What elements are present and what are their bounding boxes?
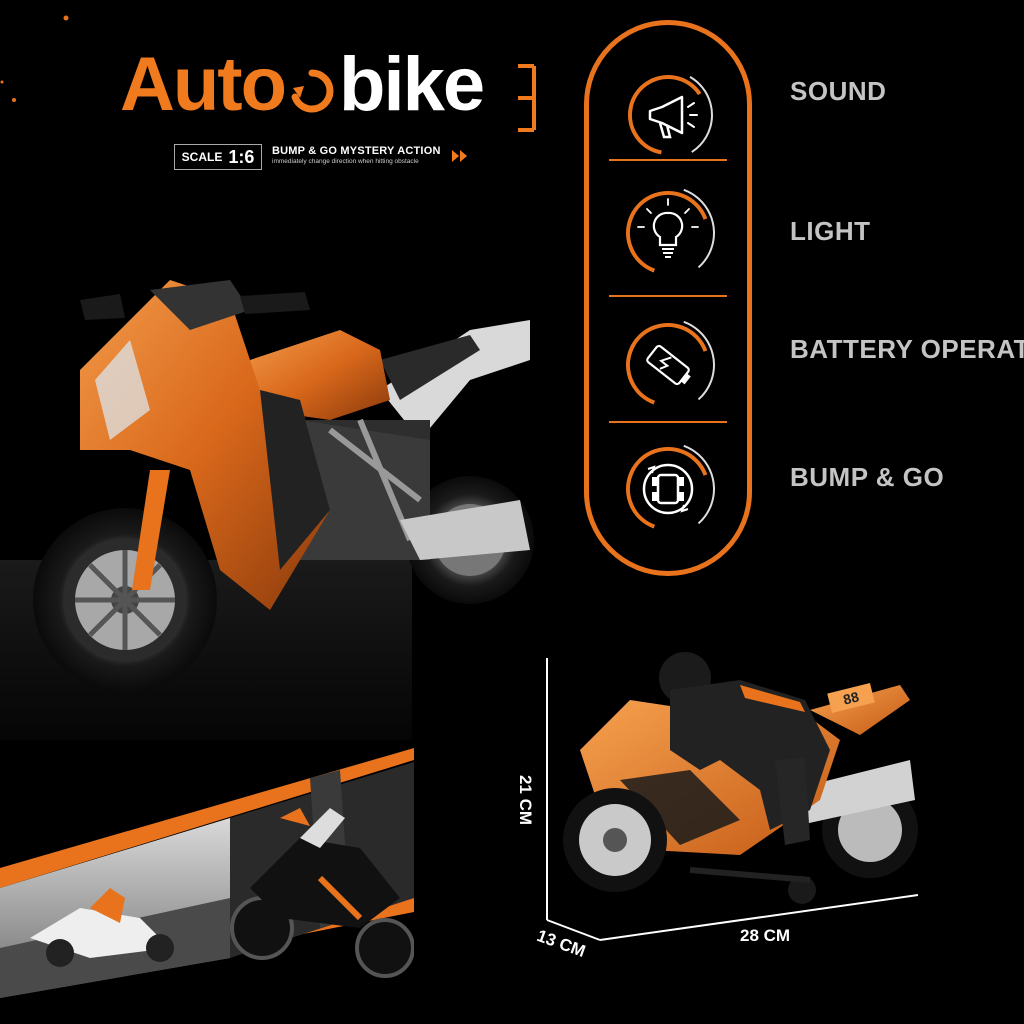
logo-text-bike: bike — [339, 42, 485, 127]
dimension-lines — [546, 658, 919, 941]
logo-bracket-icon — [518, 64, 536, 132]
feature-sound — [589, 67, 747, 163]
scale-word: SCALE — [181, 150, 223, 164]
megaphone-icon — [623, 70, 713, 160]
feature-label-sound: SOUND — [790, 76, 887, 106]
brand-logo: Auto bike — [120, 40, 540, 130]
scale-value: 1:6 — [228, 146, 255, 167]
lightbulb-icon — [621, 185, 715, 280]
feature-label-light: LIGHT — [790, 216, 871, 246]
height-dimension: 21 CM — [516, 774, 536, 826]
hero-motorcycle-image — [33, 280, 534, 692]
tagline-main: BUMP & GO MYSTERY ACTION — [272, 145, 441, 157]
features-panel — [584, 20, 752, 576]
feature-battery — [589, 315, 747, 415]
logo-text-auto: Auto — [120, 42, 287, 127]
feature-light — [589, 183, 747, 283]
action-photo-collage — [0, 748, 414, 998]
feature-label-battery: BATTERY OPERATED — [790, 334, 1024, 364]
tagline-sub: immediately change direction when hittin… — [272, 158, 419, 165]
feature-label-bump-go: BUMP & GO — [790, 462, 945, 492]
tagline: BUMP & GO MYSTERY ACTION immediately cha… — [272, 145, 441, 165]
feature-bump-go — [589, 439, 747, 539]
bump-go-icon — [621, 442, 715, 536]
spark-decoration — [0, 15, 69, 102]
battery-icon — [621, 318, 715, 412]
logo-ring-icon — [291, 69, 334, 113]
feature-divider — [609, 421, 727, 423]
feature-divider — [609, 295, 727, 297]
feature-divider — [609, 159, 727, 161]
scale-badge: SCALE 1:6 — [174, 144, 262, 170]
length-dimension: 28 CM — [740, 926, 791, 945]
double-arrow-icon — [452, 150, 467, 162]
product-toy-image — [563, 652, 918, 904]
